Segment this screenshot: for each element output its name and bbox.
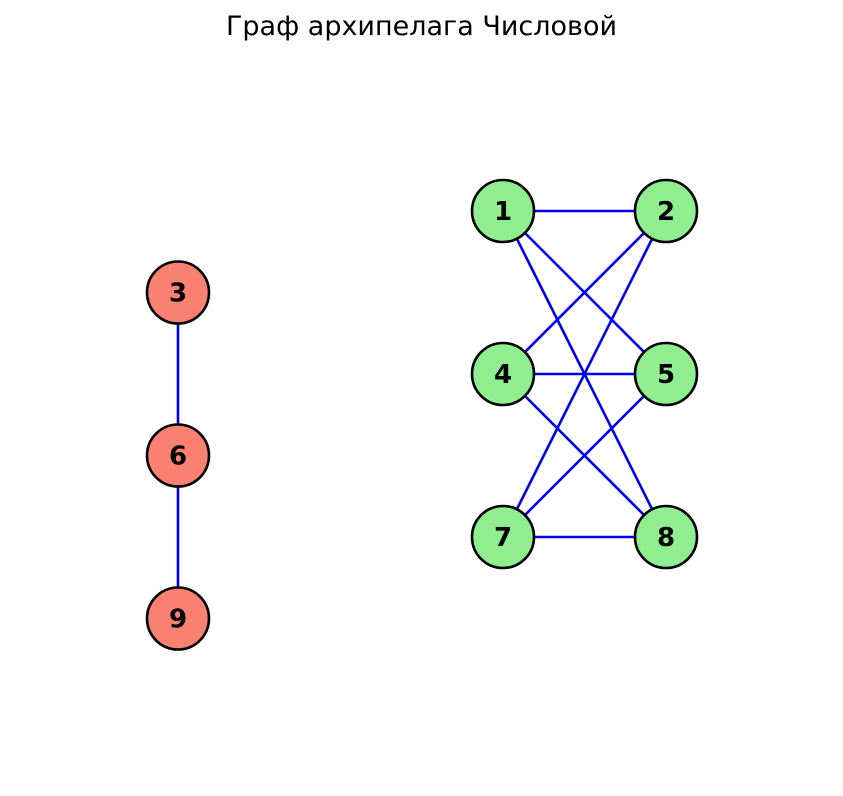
node-9: 9 bbox=[145, 586, 211, 651]
edge-2-4 bbox=[502, 210, 667, 375]
node-circle bbox=[145, 423, 211, 488]
node-circle bbox=[470, 178, 536, 244]
node-circle bbox=[633, 178, 699, 244]
node-4: 4 bbox=[470, 341, 536, 407]
node-label: 7 bbox=[494, 523, 512, 553]
node-5: 5 bbox=[633, 341, 699, 407]
node-2: 2 bbox=[633, 178, 699, 244]
nodes-layer: 1 2 3 4 5 6 7 8 9 bbox=[145, 178, 699, 651]
node-label: 3 bbox=[169, 279, 187, 309]
node-label: 4 bbox=[494, 360, 512, 390]
node-circle bbox=[470, 504, 536, 570]
node-circle bbox=[470, 341, 536, 407]
node-label: 1 bbox=[494, 197, 512, 227]
node-label: 8 bbox=[657, 523, 675, 553]
node-label: 2 bbox=[657, 197, 675, 227]
node-label: 5 bbox=[657, 360, 675, 390]
node-circle bbox=[145, 586, 211, 651]
node-3: 3 bbox=[145, 260, 211, 325]
edges-layer bbox=[176, 209, 668, 619]
node-label: 9 bbox=[169, 605, 187, 635]
graph-title: Граф архипелага Числовой bbox=[225, 11, 618, 42]
node-7: 7 bbox=[470, 504, 536, 570]
node-1: 1 bbox=[470, 178, 536, 244]
node-circle bbox=[633, 504, 699, 570]
node-8: 8 bbox=[633, 504, 699, 570]
node-6: 6 bbox=[145, 423, 211, 488]
node-label: 6 bbox=[169, 442, 187, 472]
edge-5-7 bbox=[502, 373, 667, 538]
node-circle bbox=[633, 341, 699, 407]
node-circle bbox=[145, 260, 211, 325]
